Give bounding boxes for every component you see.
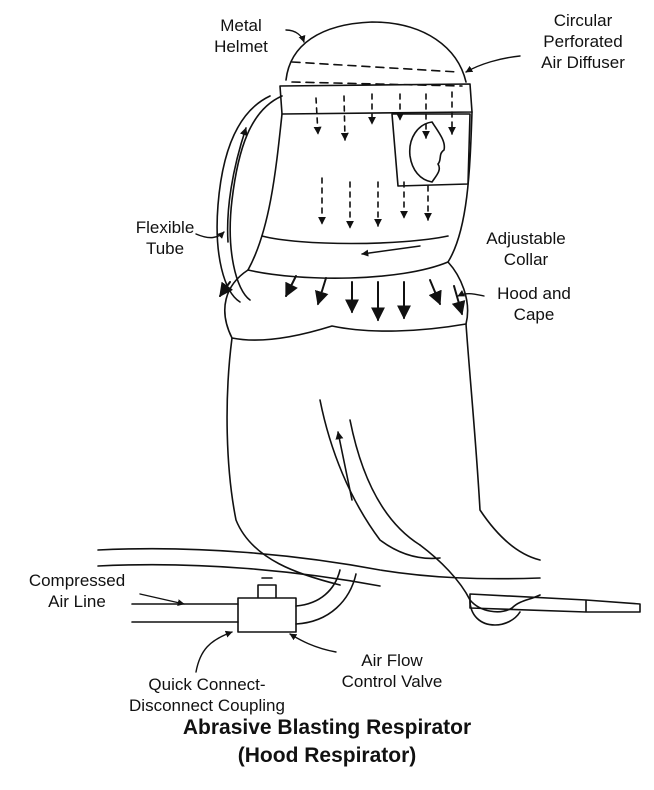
airflow-arrows-cape	[220, 276, 462, 320]
label-metal-helmet: Metal Helmet	[198, 15, 284, 57]
control-valve	[238, 578, 296, 632]
caption-title: Abrasive Blasting Respirator	[0, 714, 654, 742]
air-hose	[98, 549, 540, 586]
label-compressed-air-line: Compressed Air Line	[4, 570, 150, 612]
label-air-flow-control-valve: Air Flow Control Valve	[330, 650, 454, 692]
arm-flow-arrow	[338, 432, 352, 500]
caption-subtitle: (Hood Respirator)	[0, 742, 654, 770]
leader-lines	[140, 30, 520, 672]
air-diffuser-dashes	[292, 62, 462, 86]
label-flexible-tube: Flexible Tube	[120, 217, 210, 259]
blast-nozzle	[470, 594, 640, 612]
hands	[420, 545, 540, 625]
label-hood-and-cape: Hood and Cape	[480, 283, 588, 325]
arm-outline	[320, 400, 440, 558]
metal-helmet	[286, 22, 466, 82]
label-air-diffuser: Circular Perforated Air Diffuser	[514, 10, 652, 73]
coat-outline	[227, 324, 540, 585]
label-adjustable-collar: Adjustable Collar	[470, 228, 582, 270]
adjustable-collar	[248, 236, 448, 278]
label-quick-connect-coupling: Quick Connect- Disconnect Coupling	[110, 674, 304, 716]
face-window	[392, 114, 470, 186]
cape-outline	[225, 262, 468, 340]
air-diffuser-band	[280, 84, 472, 114]
face-profile	[410, 122, 445, 182]
valve-hose	[296, 570, 356, 624]
hood-outline	[248, 112, 472, 270]
